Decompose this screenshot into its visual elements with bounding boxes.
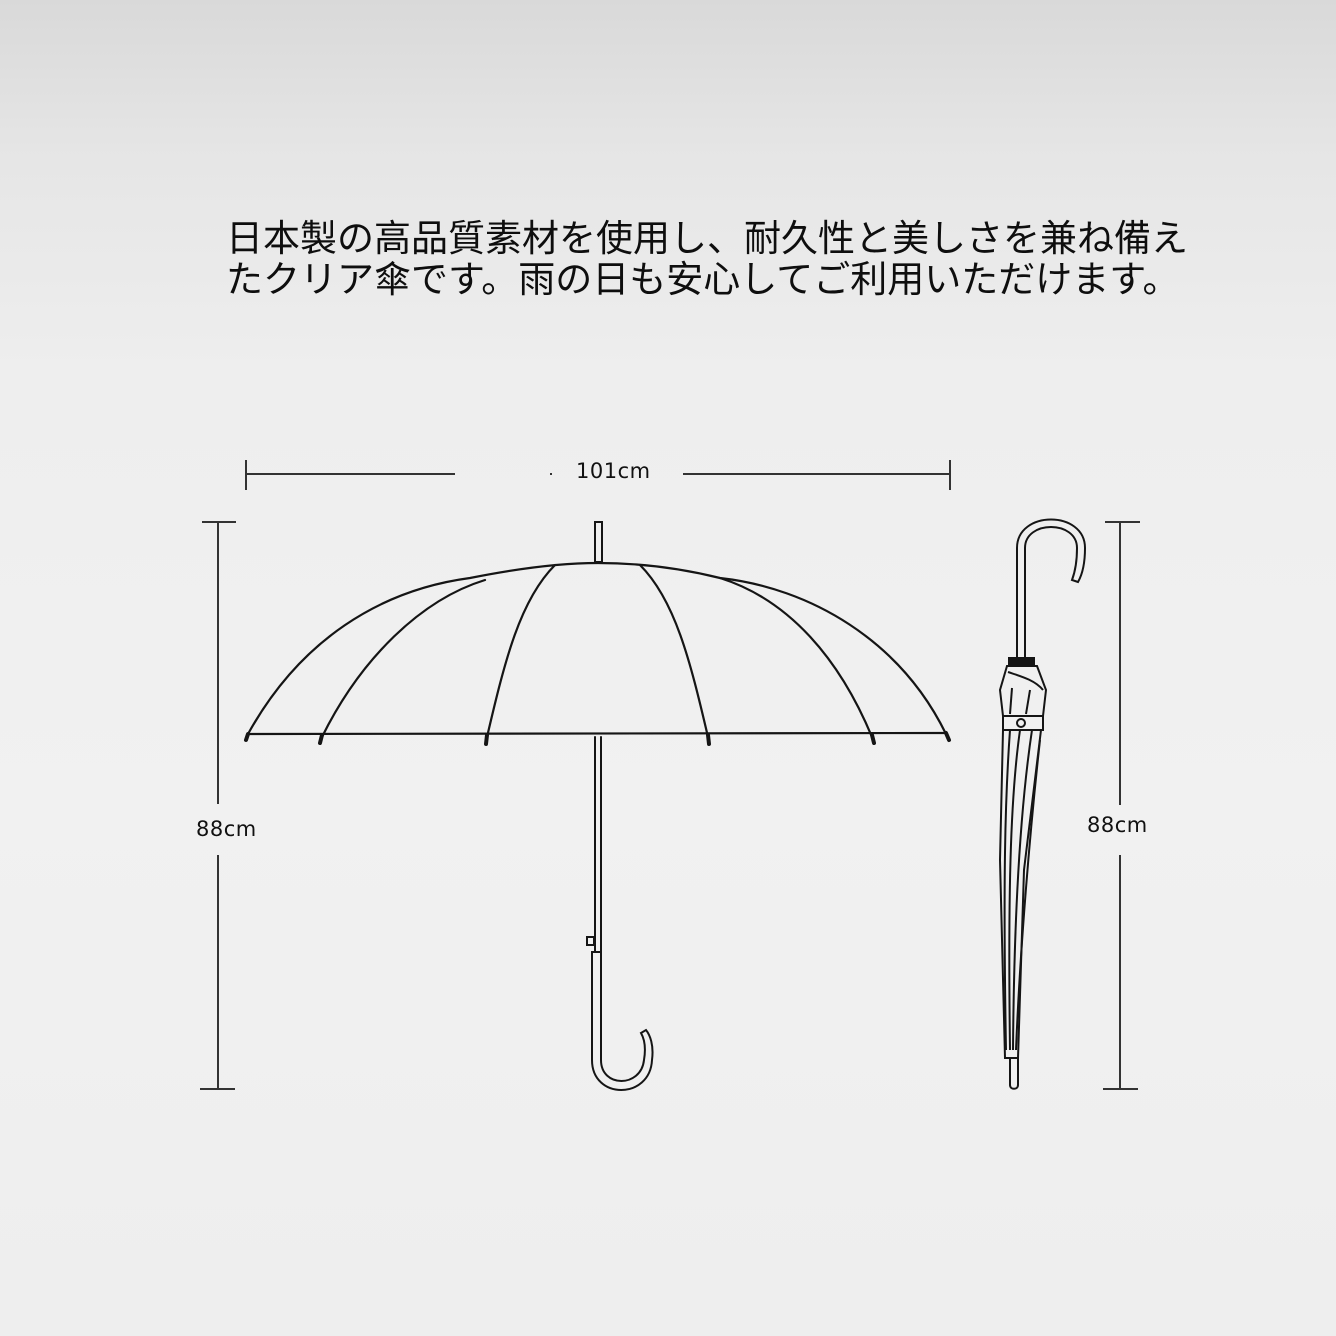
closed-umbrella-icon (998, 518, 1087, 1090)
product-description: 日本製の高品質素材を使用し、耐久性と美しさを兼ね備えたクリア傘です。雨の日も安心… (226, 217, 1188, 301)
open-height-label: 88cm (196, 817, 257, 841)
open-umbrella-icon (244, 521, 951, 1091)
width-dimension-line (245, 460, 951, 490)
closed-length-dimension-line (1103, 521, 1140, 1090)
closed-length-label: 88cm (1087, 813, 1148, 837)
width-label: 101cm (576, 459, 651, 483)
open-height-dimension-line (200, 521, 236, 1090)
